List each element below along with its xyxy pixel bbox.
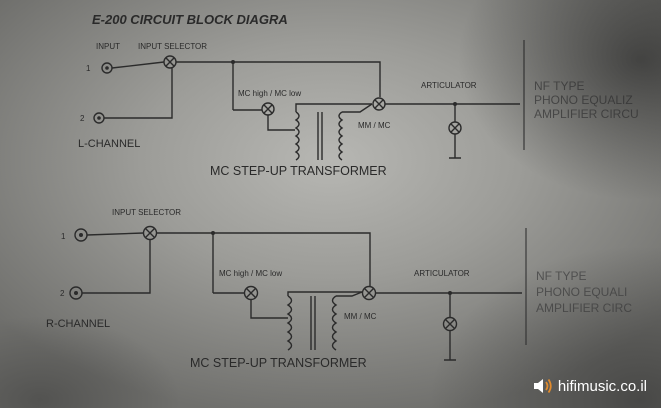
r-transformer-label: MC STEP-UP TRANSFORMER [190, 356, 367, 370]
r-transformer [286, 295, 338, 351]
r-channel-block: INPUT SELECTOR 1 2 MC high / MC low [46, 208, 632, 370]
r-mm-mc-lamp [361, 285, 377, 301]
r-nf-line-3: AMPLIFIER CIRC [536, 301, 632, 315]
r-selector-lamp [142, 225, 158, 241]
l-nf-line-1: NF TYPE [534, 79, 584, 93]
l-input-label: INPUT [96, 42, 120, 51]
l-channel-block: INPUT INPUT SELECTOR 1 2 MC high / MC lo… [78, 40, 639, 178]
diagram-title: E-200 CIRCUIT BLOCK DIAGRA [92, 12, 288, 27]
r-mc-switch-label: MC high / MC low [219, 269, 282, 278]
r-channel-label: R-CHANNEL [46, 318, 110, 330]
r-pin-1: 1 [61, 232, 66, 241]
l-channel-label: L-CHANNEL [78, 138, 140, 150]
r-articulator-label: ARTICULATOR [414, 269, 470, 278]
l-nf-line-3: AMPLIFIER CIRCU [534, 107, 639, 121]
l-transformer [294, 111, 344, 161]
r-pin-2: 2 [60, 289, 65, 298]
l-mc-switch-lamp [261, 102, 275, 116]
r-articulator-lamp [442, 316, 458, 332]
l-mm-mc-lamp [372, 97, 386, 111]
r-mc-switch-lamp [243, 285, 259, 301]
l-input-jack-2-pin [97, 116, 101, 120]
l-input-jack-1-pin [105, 66, 109, 70]
r-input-selector-label: INPUT SELECTOR [112, 208, 181, 217]
r-input-jack-2-pin [74, 291, 78, 295]
r-input-jack-1-pin [79, 233, 83, 237]
l-pin-1: 1 [86, 64, 91, 73]
r-nf-line-2: PHONO EQUALI [536, 285, 627, 299]
l-mm-mc-label: MM / MC [358, 121, 391, 130]
l-input-selector-label: INPUT SELECTOR [138, 42, 207, 51]
r-mm-mc-label: MM / MC [344, 312, 377, 321]
watermark: hifimusic.co.il [532, 376, 647, 396]
r-nf-line-1: NF TYPE [536, 269, 586, 283]
l-transformer-label: MC STEP-UP TRANSFORMER [210, 164, 387, 178]
l-pin-2: 2 [80, 114, 85, 123]
l-articulator-lamp [448, 121, 462, 135]
l-nf-line-2: PHONO EQUALIZ [534, 93, 633, 107]
speaker-icon [533, 378, 552, 394]
watermark-text: hifimusic.co.il [557, 377, 647, 395]
l-selector-lamp [163, 55, 177, 69]
l-articulator-label: ARTICULATOR [421, 81, 477, 90]
l-mc-switch-label: MC high / MC low [238, 89, 301, 98]
